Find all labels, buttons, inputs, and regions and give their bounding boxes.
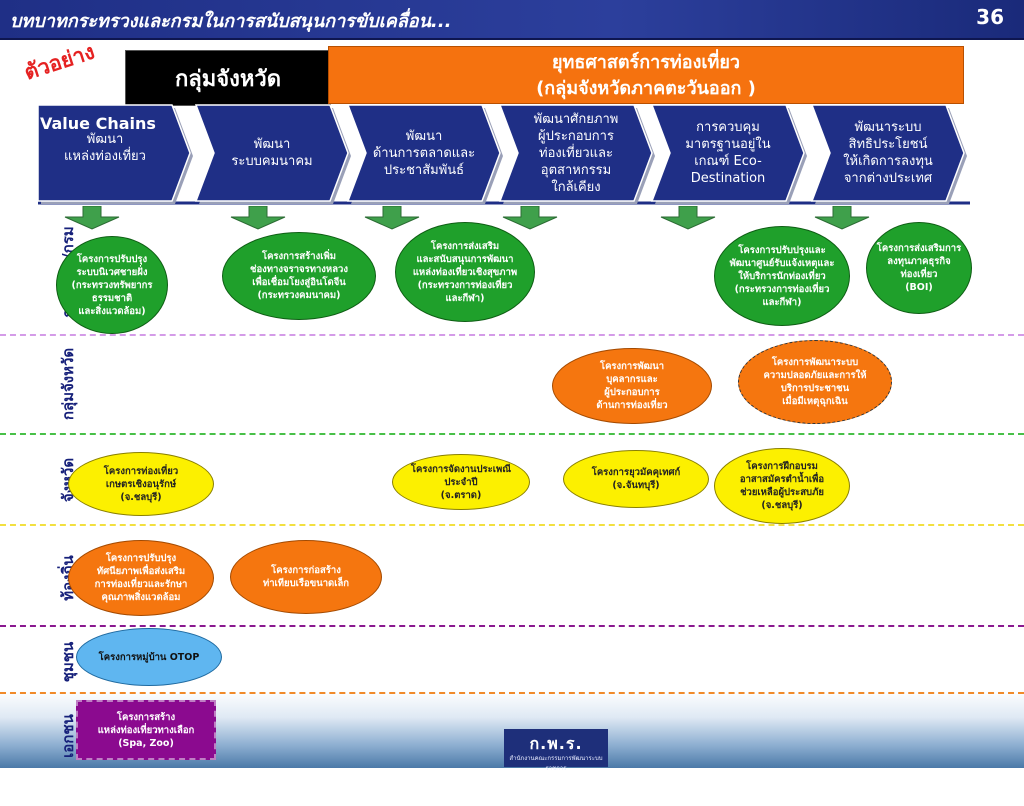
down-arrow-icon xyxy=(230,206,286,230)
province-project: โครงการท่องเที่ยวเกษตรเชิงอนุรักษ์(จ.ชลบ… xyxy=(68,452,214,516)
local-project: โครงการปรับปรุงทัศนียภาพเพื่อส่งเสริมการ… xyxy=(68,540,214,616)
page-number: 36 xyxy=(976,5,1004,29)
province-project: โครงการจัดงานประเพณีประจำปี(จ.ตราด) xyxy=(392,454,530,510)
strategy-line-1: ยุทธศาสตร์การท่องเที่ยว xyxy=(551,52,741,73)
province-project: โครงการฝึกอบรมอาสาสมัครตำน้ำเพื่อช่วยเหล… xyxy=(714,448,850,524)
community-project: โครงการหมู่บ้าน OTOP xyxy=(76,628,222,686)
local-project: โครงการก่อสร้างท่าเทียบเรือขนาดเล็ก xyxy=(230,540,382,614)
chain-chevron-5 xyxy=(650,104,805,202)
logo-text: ก.พ.ร. xyxy=(529,734,583,753)
chain-chevron-2 xyxy=(194,104,349,202)
chain-label-4: พัฒนาศักยภาพผู้ประกอบการท่องเที่ยวและอุต… xyxy=(533,111,619,195)
logo-subtitle: สำนักงานคณะกรรมการพัฒนาระบบราชการ xyxy=(509,755,603,772)
kpr-logo: ก.พ.ร. สำนักงานคณะกรรมการพัฒนาระบบราชการ xyxy=(504,729,608,772)
chain-label-5: การควบคุมมาตรฐานอยู่ในเกณฑ์ Eco-Destinat… xyxy=(685,120,771,186)
province-group-project: โครงการพัฒนาบุคลากรและผู้ประกอบการด้านกา… xyxy=(552,348,712,424)
chain-chevron-4 xyxy=(498,104,653,202)
chain-label-6: พัฒนาระบบสิทธิประโยชน์ให้เกิดการลงทุนจาก… xyxy=(843,120,933,186)
value-chain-chevrons xyxy=(37,104,970,205)
ministry-project: โครงการส่งเสริมการลงทุนภาคธุรกิจท่องเที่… xyxy=(866,222,972,314)
divider-ministry xyxy=(0,334,1024,336)
divider-community xyxy=(0,692,1024,694)
group-label-box: กลุ่มจังหวัด xyxy=(125,50,331,106)
down-arrow-icon xyxy=(502,206,558,230)
down-arrow-icon xyxy=(64,206,120,230)
chain-label-3: พัฒนาด้านการตลาดและประชาสัมพันธ์ xyxy=(372,128,476,178)
strategy-title-box: ยุทธศาสตร์การท่องเที่ยว (กลุ่มจังหวัดภาค… xyxy=(328,46,964,104)
chain-label-2: พัฒนาระบบคมนาคม xyxy=(231,137,313,169)
value-chains-label: Value Chains xyxy=(40,114,156,133)
down-arrow-icon xyxy=(364,206,420,230)
divider-province-group xyxy=(0,433,1024,435)
ministry-project: โครงการปรับปรุงระบบนิเวศชายฝั่ง(กระทรวงท… xyxy=(56,236,168,334)
page-title: บทบาทกระทรวงและกรมในการสนับสนุนการขับเคล… xyxy=(10,11,452,32)
province-project: โครงการยุวมัคคุเทศก์(จ.จันทบุรี) xyxy=(563,450,709,508)
chain-chevron-6 xyxy=(810,104,965,202)
down-arrow-icon xyxy=(814,206,870,230)
province-group-project: โครงการพัฒนาระบบความปลอดภัยและการให้บริก… xyxy=(738,340,892,424)
divider-local xyxy=(0,625,1024,627)
down-arrow-icon xyxy=(660,206,716,230)
ministry-project: โครงการส่งเสริมและสนับสนุนการพัฒนาแหล่งท… xyxy=(395,222,535,322)
chain-label-1: พัฒนาแหล่งท่องเที่ยว xyxy=(64,132,146,164)
chain-chevron-3 xyxy=(346,104,501,202)
strategy-line-2: (กลุ่มจังหวัดภาคตะวันออก ) xyxy=(536,78,756,99)
ministry-project: โครงการปรับปรุงและพัฒนาศูนย์รับแจ้งเหตุแ… xyxy=(714,226,850,326)
private-project: โครงการสร้างแหล่งท่องเที่ยวทางเลือก(Spa,… xyxy=(76,700,216,760)
chain-chevron-1 xyxy=(37,104,191,202)
divider-province xyxy=(0,524,1024,526)
ministry-project: โครงการสร้างเพิ่มช่องทางจราจรทางหลวงเพื่… xyxy=(222,232,376,320)
title-bar: บทบาทกระทรวงและกรมในการสนับสนุนการขับเคล… xyxy=(0,0,1024,40)
